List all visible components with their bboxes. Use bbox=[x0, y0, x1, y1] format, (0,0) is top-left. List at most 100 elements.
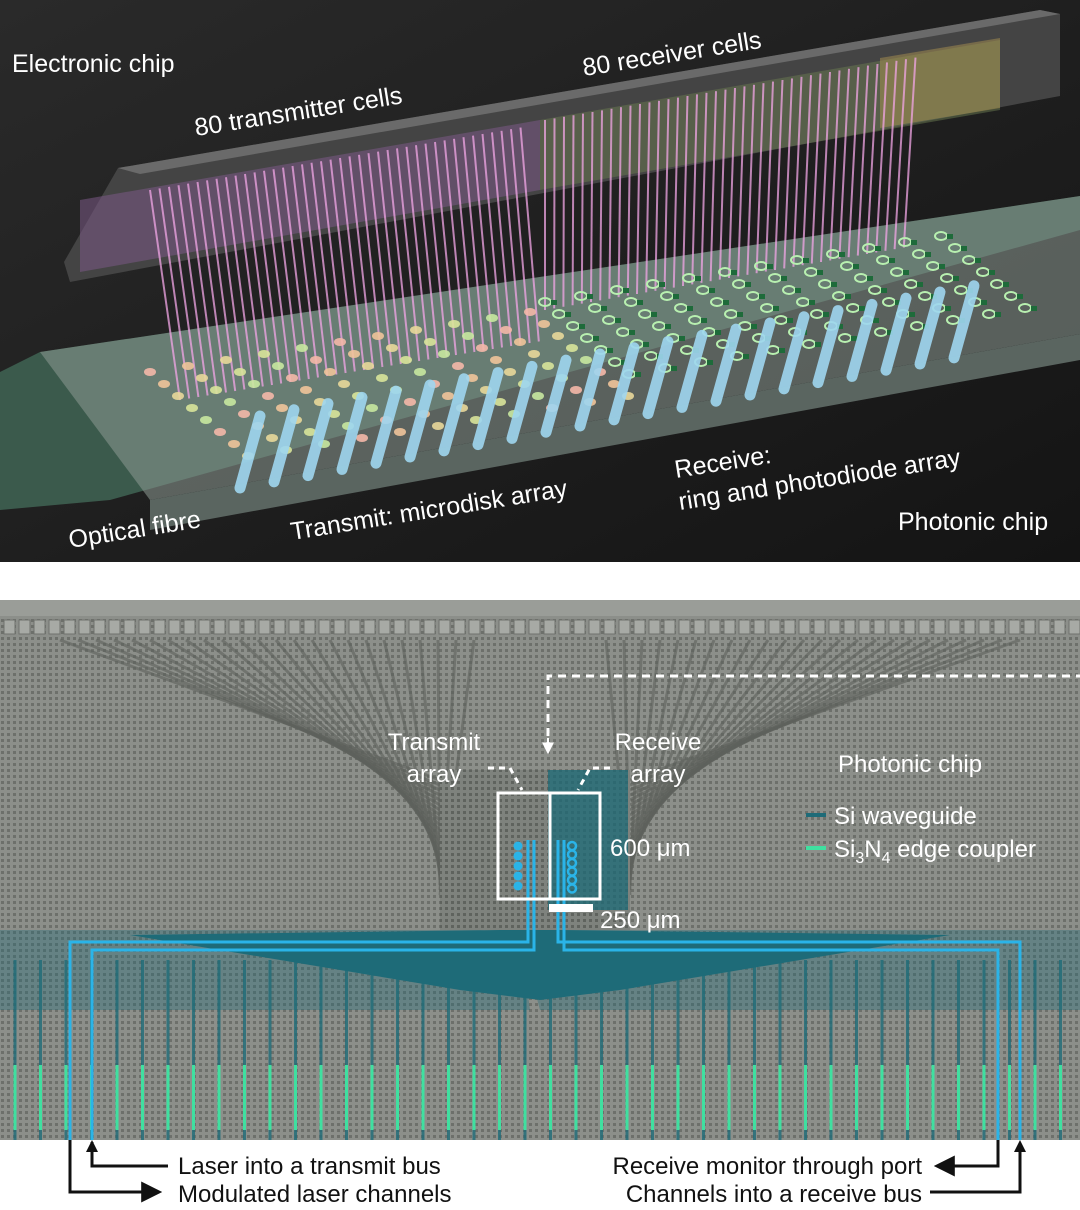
optical-fibre bbox=[676, 329, 708, 413]
microdisk bbox=[490, 356, 502, 364]
transmit-light-beam bbox=[301, 164, 329, 377]
bond-pad bbox=[1008, 619, 1021, 635]
photodiode bbox=[831, 282, 837, 287]
label-electronic-chip: Electronic chip bbox=[12, 50, 175, 78]
bond-pad bbox=[348, 619, 361, 635]
photodiode bbox=[881, 288, 887, 293]
microdisk-marker bbox=[513, 871, 523, 881]
photodiode bbox=[845, 294, 851, 299]
bond-pad bbox=[288, 619, 301, 635]
microdisk bbox=[608, 380, 620, 388]
routing-trace bbox=[418, 639, 442, 881]
receive-light-beam bbox=[783, 78, 793, 269]
transmit-light-beam bbox=[367, 153, 393, 366]
photodiode bbox=[779, 348, 785, 353]
microdisk bbox=[500, 326, 512, 334]
photodiode bbox=[715, 330, 721, 335]
receive-light-beam bbox=[654, 100, 660, 291]
bond-pad bbox=[783, 619, 796, 635]
photodiode bbox=[635, 372, 641, 377]
photodiode bbox=[773, 306, 779, 311]
photodiode bbox=[1031, 306, 1037, 311]
transmit-light-beam bbox=[377, 151, 402, 365]
receive-light-beam bbox=[902, 57, 917, 248]
bond-pad bbox=[78, 619, 91, 635]
photodiode bbox=[867, 276, 873, 281]
transmit-light-beam bbox=[415, 145, 439, 359]
receive-light-beam bbox=[746, 84, 755, 275]
optical-fibre bbox=[846, 298, 878, 382]
microdisk bbox=[210, 386, 222, 394]
bond-pad bbox=[993, 619, 1006, 635]
bond-pad bbox=[183, 619, 196, 635]
photodiode bbox=[707, 360, 713, 365]
receive-light-beam bbox=[636, 103, 641, 295]
bond-pad bbox=[798, 619, 811, 635]
photodiode bbox=[953, 276, 959, 281]
bond-pad bbox=[603, 619, 616, 635]
zoom-region-outline bbox=[546, 674, 1080, 750]
optical-fibre bbox=[948, 280, 980, 364]
receive-through-port bbox=[562, 840, 1000, 1140]
photodiode bbox=[917, 282, 923, 287]
microdisk bbox=[248, 380, 260, 388]
bond-pad bbox=[843, 619, 856, 635]
bond-pad bbox=[888, 619, 901, 635]
photodiode bbox=[873, 318, 879, 323]
transmit-light-beam bbox=[424, 143, 448, 357]
routing-trace bbox=[364, 639, 442, 866]
microdisk bbox=[400, 356, 412, 364]
bond-pad bbox=[108, 619, 121, 635]
si-waveguide-taper bbox=[130, 930, 950, 1000]
bond-pad bbox=[663, 619, 676, 635]
transmit-light-beam bbox=[453, 138, 476, 353]
routing-trace bbox=[628, 639, 680, 876]
receive-light-beam bbox=[893, 59, 907, 250]
photodiode bbox=[887, 330, 893, 335]
bond-pad bbox=[948, 619, 961, 635]
microdisk bbox=[524, 308, 536, 316]
transmit-light-beam bbox=[329, 159, 356, 372]
legend-sin-sub2: 4 bbox=[882, 850, 891, 867]
bond-pad bbox=[873, 619, 886, 635]
optical-fibre bbox=[914, 286, 946, 370]
bond-pad bbox=[318, 619, 331, 635]
microdisk-marker bbox=[513, 841, 523, 851]
photodiode bbox=[981, 300, 987, 305]
bond-pad bbox=[243, 619, 256, 635]
receive-light-beam bbox=[884, 60, 898, 251]
label-transmit-array: array bbox=[407, 761, 462, 788]
photodiode bbox=[947, 234, 953, 239]
photodiode bbox=[961, 246, 967, 251]
photodiode bbox=[601, 306, 607, 311]
microdisk bbox=[200, 416, 212, 424]
microdisk bbox=[144, 368, 156, 376]
photodiode bbox=[737, 312, 743, 317]
photodiode bbox=[673, 294, 679, 299]
microdisk bbox=[214, 428, 226, 436]
transmit-light-beam bbox=[168, 186, 200, 398]
bus-waveguides bbox=[68, 840, 1022, 1140]
receive-light-beam bbox=[764, 81, 774, 272]
photodiode bbox=[803, 258, 809, 263]
transmit-light-beam bbox=[472, 135, 494, 350]
bond-pad bbox=[693, 619, 706, 635]
receive-light-beam bbox=[810, 73, 822, 264]
transmit-light-beam bbox=[386, 149, 411, 363]
transmit-light-beam bbox=[358, 154, 384, 368]
receive-bus bbox=[556, 840, 1022, 1140]
legend-si-waveguide: Si waveguide bbox=[834, 803, 977, 830]
receive-light-beam bbox=[562, 116, 565, 307]
receive-light-beam bbox=[801, 75, 812, 266]
transmit-bus bbox=[90, 840, 536, 1140]
photodiode bbox=[989, 270, 995, 275]
microdisk bbox=[286, 374, 298, 382]
receive-array-box bbox=[548, 791, 602, 901]
bond-pad bbox=[618, 619, 631, 635]
bond-pad bbox=[573, 619, 586, 635]
photodiode bbox=[579, 324, 585, 329]
photodiode bbox=[751, 324, 757, 329]
photodiode bbox=[911, 240, 917, 245]
bond-pad bbox=[738, 619, 751, 635]
microdisk bbox=[172, 392, 184, 400]
